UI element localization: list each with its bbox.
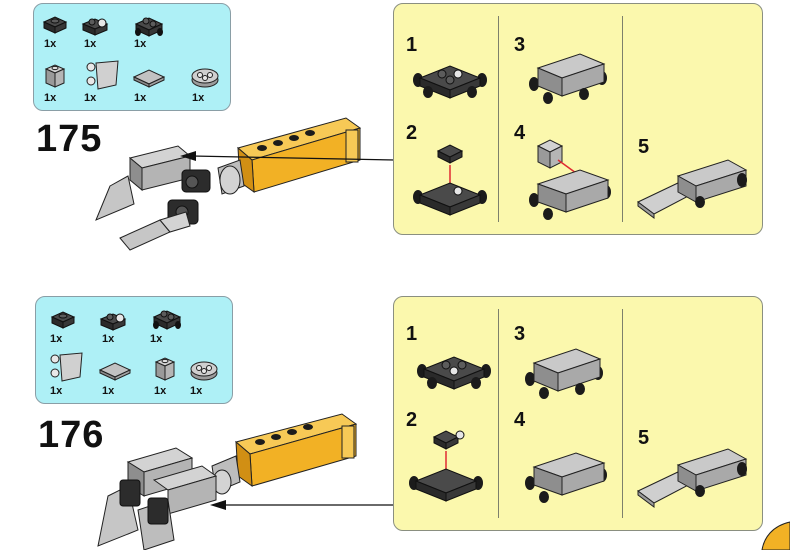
plate-clip-dark-icon bbox=[81, 18, 109, 36]
main-model-175 bbox=[95, 117, 362, 251]
substep-number: 1 bbox=[406, 34, 418, 56]
substep-3-model bbox=[525, 348, 603, 399]
substep-1-model bbox=[417, 356, 491, 390]
substep-number: 4 bbox=[514, 122, 526, 144]
substep-number: 4 bbox=[514, 409, 526, 431]
parts-list-176: 1x 1x 1x 1x 1x 1x bbox=[35, 296, 233, 404]
part-qty: 1x bbox=[192, 92, 205, 104]
main-model-176 bbox=[97, 413, 358, 550]
substep-number: 2 bbox=[406, 409, 418, 431]
step-number: 175 bbox=[36, 118, 103, 160]
substep-number: 3 bbox=[514, 34, 526, 56]
round-plate-icon bbox=[191, 68, 219, 88]
substeps-panel-175: 1 2 3 4 5 bbox=[393, 3, 763, 235]
part-qty: 1x bbox=[50, 385, 63, 397]
part-qty: 1x bbox=[134, 92, 147, 104]
part-qty: 1x bbox=[190, 385, 203, 397]
part-qty: 1x bbox=[102, 333, 115, 345]
page-corner-tab bbox=[761, 521, 790, 550]
flag-plate-icon bbox=[86, 60, 119, 90]
substep-number: 2 bbox=[406, 122, 418, 144]
plate-1x1-dark-icon bbox=[50, 311, 76, 329]
plate-2x2-wheels-dark-icon bbox=[152, 310, 182, 330]
part-qty: 1x bbox=[84, 92, 97, 104]
callout-arrow-175 bbox=[180, 151, 396, 161]
substep-2-model bbox=[409, 430, 483, 502]
step-number: 176 bbox=[38, 414, 105, 456]
substep-number: 1 bbox=[406, 323, 418, 345]
part-qty: 1x bbox=[154, 385, 167, 397]
substep-number: 5 bbox=[638, 136, 650, 158]
substep-divider bbox=[498, 309, 499, 518]
flag-plate-icon bbox=[50, 352, 83, 382]
round-plate-icon bbox=[190, 361, 218, 381]
substep-4-model bbox=[529, 139, 611, 220]
substep-3-model bbox=[529, 53, 607, 104]
tile-2x2-grey-icon bbox=[132, 69, 166, 88]
part-qty: 1x bbox=[44, 38, 57, 50]
substep-divider bbox=[622, 16, 623, 222]
brick-1x1-grey-icon bbox=[154, 357, 176, 381]
part-qty: 1x bbox=[150, 333, 163, 345]
part-qty: 1x bbox=[44, 92, 57, 104]
substep-1-model bbox=[413, 65, 487, 99]
substep-number: 5 bbox=[638, 427, 650, 449]
substep-5-model bbox=[637, 448, 748, 508]
tile-2x2-grey-icon bbox=[98, 362, 132, 381]
callout-arrow-176 bbox=[210, 500, 398, 510]
part-qty: 1x bbox=[102, 385, 115, 397]
part-qty: 1x bbox=[134, 38, 147, 50]
substep-2-model bbox=[413, 144, 487, 216]
substep-divider bbox=[498, 16, 499, 222]
plate-clip-dark-icon bbox=[99, 313, 127, 331]
substeps-panel-176: 1 2 3 4 5 bbox=[393, 296, 763, 531]
substep-4-model bbox=[525, 452, 607, 503]
substep-5-model bbox=[637, 159, 748, 219]
parts-list-175: 1x 1x 1x 1x 1x 1x bbox=[33, 3, 231, 111]
brick-1x1-grey-icon bbox=[44, 64, 66, 88]
part-qty: 1x bbox=[50, 333, 63, 345]
substep-number: 3 bbox=[514, 323, 526, 345]
part-qty: 1x bbox=[84, 38, 97, 50]
plate-2x2-wheels-dark-icon bbox=[134, 17, 164, 37]
substep-divider bbox=[622, 309, 623, 518]
plate-1x1-dark-icon bbox=[42, 16, 68, 34]
